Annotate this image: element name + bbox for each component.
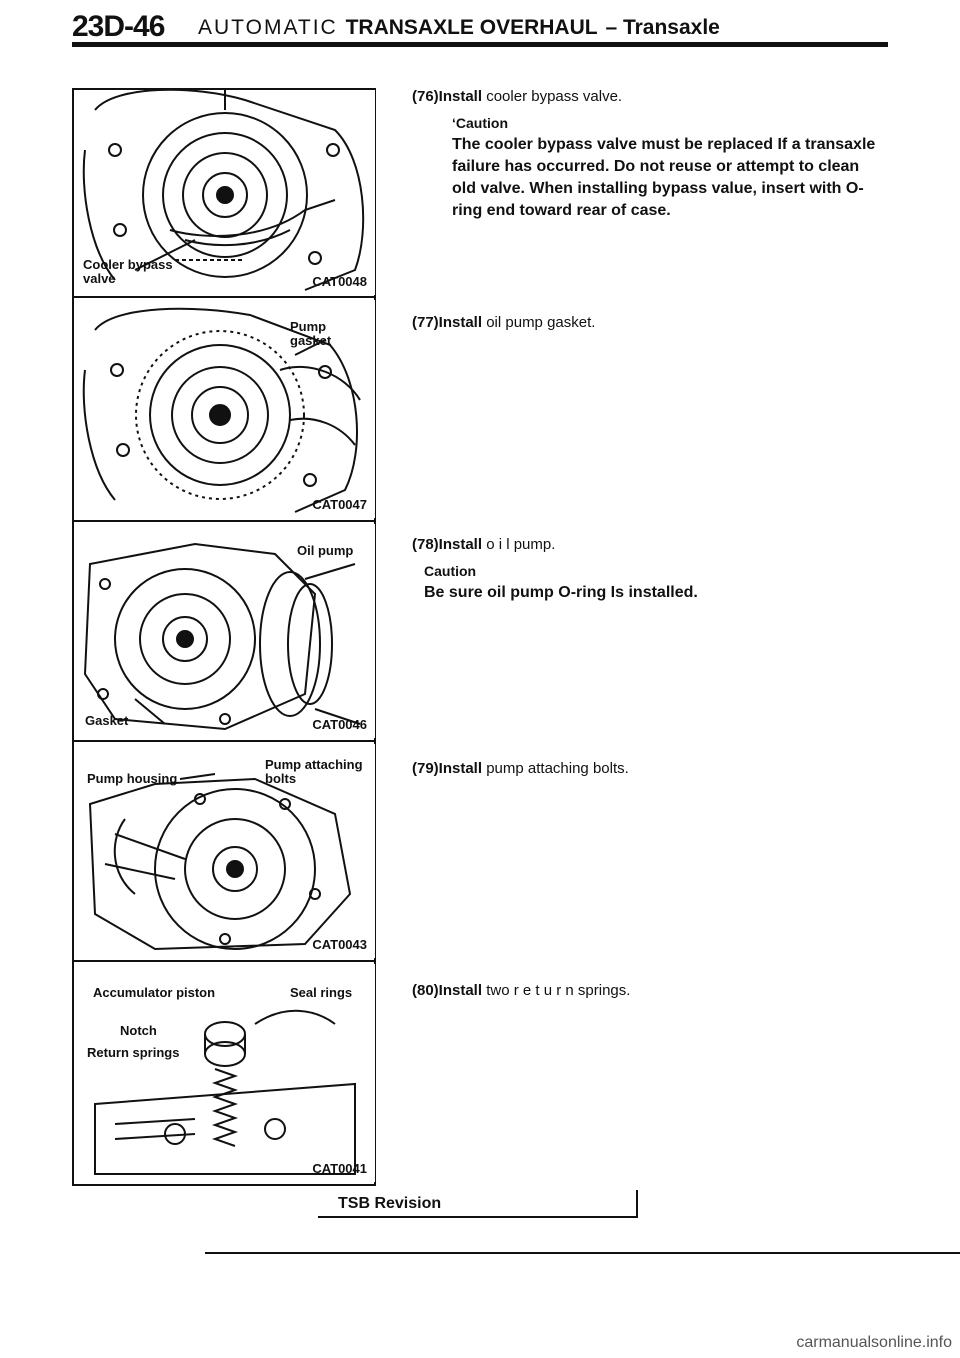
step-text: o i l pump. xyxy=(486,536,556,553)
figure-cooler-bypass-valve: Cooler bypass valve CAT0048 xyxy=(75,90,375,295)
footer-rule xyxy=(205,1252,960,1254)
step-number: (78)Install xyxy=(412,536,483,553)
figure-code: CAT0041 xyxy=(312,1161,367,1176)
step-78: (78)Install o i l pump. Caution Be sure … xyxy=(412,534,698,604)
figure-code: CAT0047 xyxy=(312,497,367,512)
caution-text: Be sure oil pump O-ring Is installed. xyxy=(424,584,698,601)
figure-code: CAT0046 xyxy=(312,717,367,732)
step-number: (76)Install xyxy=(412,88,483,105)
step-79: (79)Install pump attaching bolts. xyxy=(412,758,629,780)
return-springs-illustration xyxy=(94,1009,356,1175)
page-number: 23D-46 xyxy=(72,10,165,43)
callout-gasket: Gasket xyxy=(85,713,129,728)
step-text: oil pump gasket. xyxy=(486,314,596,331)
step-number: (79)Install xyxy=(412,760,483,777)
figure-return-springs: Accumulator piston Seal rings Notch Retu… xyxy=(75,964,375,1182)
figure-pump-attaching-bolts: Pump housing Pump attaching bolts CAT004… xyxy=(75,744,375,958)
caution-heading: ‘Caution xyxy=(452,115,508,131)
transaxle-case-illustration xyxy=(82,90,365,291)
page-title: AUTOMATIC TRANSAXLE OVERHAUL – Transaxle xyxy=(198,16,720,40)
oil-pump-illustration xyxy=(83,542,361,731)
callout-pump-attaching-bolts: Pump attaching bolts xyxy=(265,757,363,786)
title-main: TRANSAXLE OVERHAUL xyxy=(345,16,598,39)
caution-text: The cooler bypass valve must be replaced… xyxy=(452,136,876,219)
figure-column-left-border xyxy=(72,88,74,1186)
pump-bolts-illustration xyxy=(88,773,352,951)
tsb-revision-box: TSB Revision xyxy=(318,1190,638,1218)
step-text: cooler bypass valve. xyxy=(486,88,623,105)
step-text: two r e t u r n springs. xyxy=(486,982,631,999)
figure-code: CAT0048 xyxy=(312,274,367,289)
figure-oil-pump: Oil pump Gasket CAT0046 xyxy=(75,524,375,738)
title-suffix: – Transaxle xyxy=(605,16,720,39)
figure-divider xyxy=(72,520,376,522)
step-77: (77)Install oil pump gasket. xyxy=(412,312,595,334)
callout-cooler-bypass-valve: Cooler bypass valve xyxy=(83,257,173,286)
header-rule xyxy=(72,42,888,47)
callout-pump-housing: Pump housing xyxy=(87,771,178,786)
callout-seal-rings: Seal rings xyxy=(290,985,353,1000)
figure-divider xyxy=(72,296,376,298)
step-76: (76)Install cooler bypass valve. ‘Cautio… xyxy=(412,86,882,222)
pump-gasket-illustration xyxy=(82,307,361,513)
figure-divider xyxy=(72,960,376,962)
step-80: (80)Install two r e t u r n springs. xyxy=(412,980,630,1002)
step-number: (80)Install xyxy=(412,982,483,999)
figure-column-right-border xyxy=(374,88,376,1186)
tsb-revision-label: TSB Revision xyxy=(338,1195,442,1212)
callout-return-springs: Return springs xyxy=(87,1045,180,1060)
title-prefix: AUTOMATIC xyxy=(198,16,338,39)
caution-heading: Caution xyxy=(424,563,477,579)
callout-accumulator-piston: Accumulator piston xyxy=(93,985,216,1000)
step-heading: (76)Install cooler bypass valve. xyxy=(412,86,882,108)
callout-pump-gasket: Pump gasket xyxy=(290,319,332,348)
step-text: pump attaching bolts. xyxy=(486,760,629,777)
figure-divider xyxy=(72,1184,376,1186)
figure-pump-gasket: Pump gasket CAT0047 xyxy=(75,300,375,518)
figure-divider xyxy=(72,740,376,742)
watermark: carmanualsonline.info xyxy=(796,1334,952,1351)
step-number: (77)Install xyxy=(412,314,483,331)
callout-oil-pump: Oil pump xyxy=(297,543,354,558)
figure-divider xyxy=(72,88,376,90)
callout-notch: Notch xyxy=(120,1023,157,1038)
figure-code: CAT0043 xyxy=(312,937,367,952)
